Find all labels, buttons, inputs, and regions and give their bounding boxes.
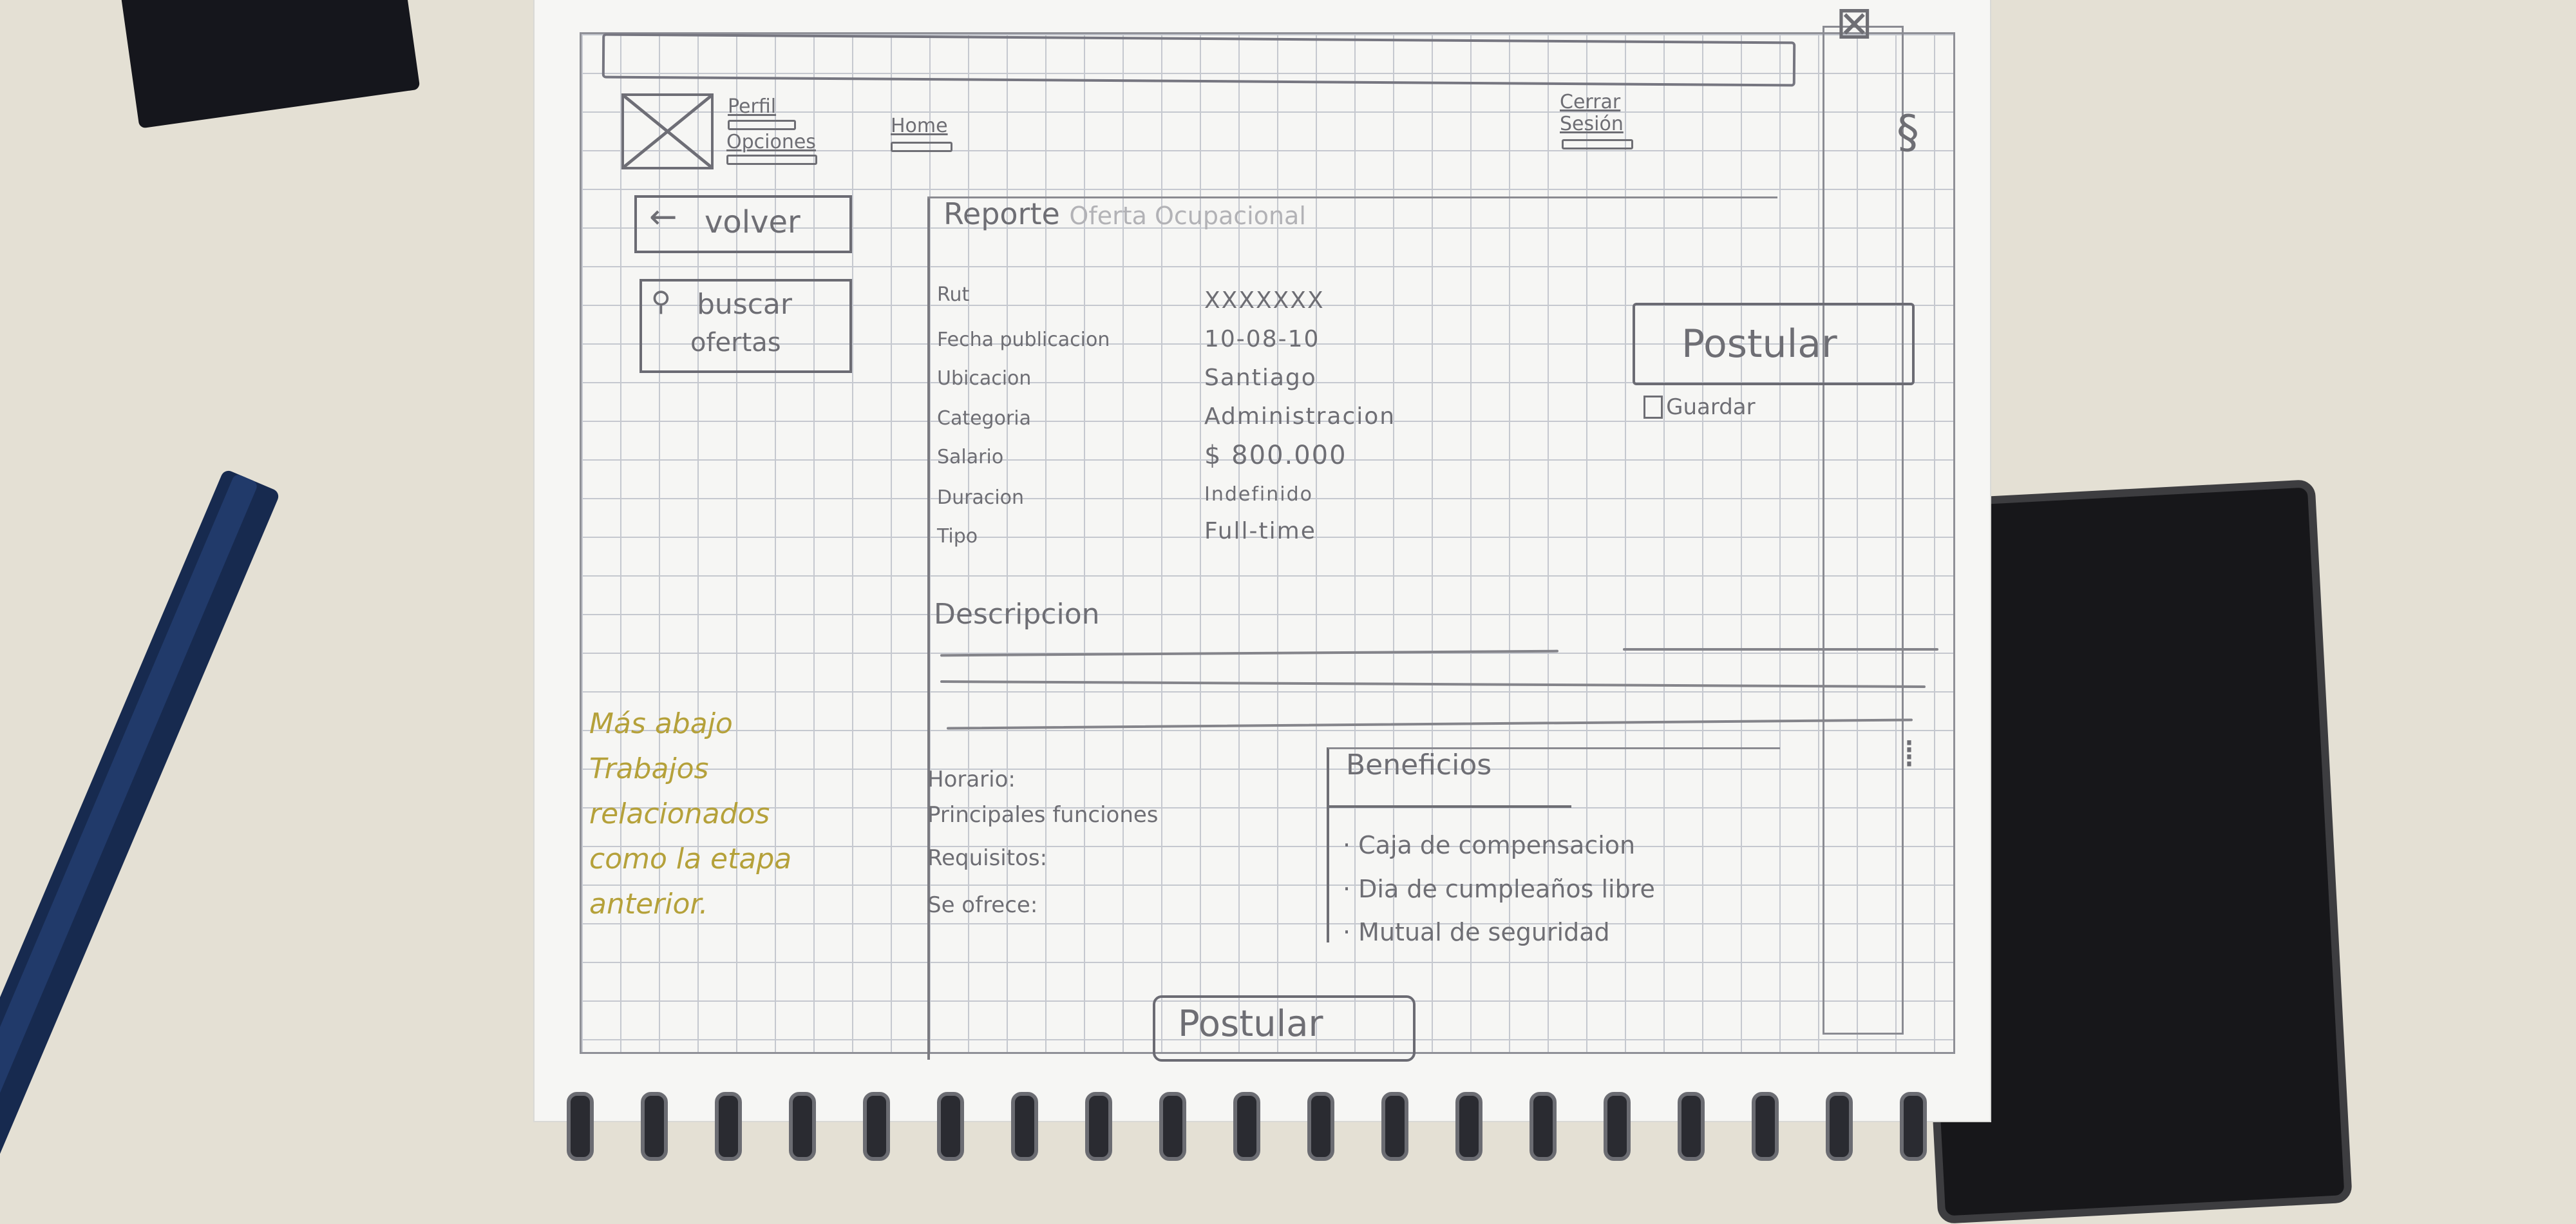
back-arrow-icon: ← [649,198,677,236]
benefit-item: · Dia de cumpleaños libre [1343,875,1655,903]
back-button[interactable]: volver [634,195,852,253]
field-label: Salario [937,446,1004,468]
search-button-label: buscar [697,288,792,321]
field-value: XXXXXXX [1204,287,1325,314]
logout-link-underbar [1562,139,1633,149]
home-link[interactable]: Home [891,115,948,137]
detail-label: Requisitos: [927,845,1048,871]
apply-button[interactable]: Postular [1633,303,1915,385]
browser-top-bar [601,33,1796,87]
field-value: Santiago [1204,365,1317,391]
benefit-item: · Mutual de seguridad [1343,918,1610,946]
annotation-line: anterior. [589,888,708,921]
page-title: Reporte Oferta Ocupacional [943,196,1306,231]
image-placeholder-icon [624,96,711,167]
close-window-icon[interactable]: ⊠ [1835,0,1873,49]
field-value: Full-time [1204,518,1316,544]
save-button-label: Guardar [1666,394,1756,420]
scrollbar-thumb-lower[interactable]: ⁞ [1903,731,1916,776]
benefits-panel [1327,747,1780,942]
apply-bottom-button[interactable]: Postular [1153,995,1416,1062]
apply-button-label: Postular [1681,321,1837,367]
dark-cloth [120,0,421,129]
annotation-line: Más abajo [589,707,733,740]
field-label: Tipo [937,525,978,548]
bookmark-icon [1643,396,1663,419]
panel-left-border [927,196,930,1060]
blue-pen [0,468,281,1174]
field-label: Fecha publicacion [937,329,1110,351]
save-button[interactable]: Guardar [1643,394,1756,420]
profile-link[interactable]: Perfil [728,95,777,118]
benefits-heading-underline [1327,805,1571,808]
field-label: Rut [937,283,970,306]
logo-placeholder [621,93,714,169]
annotation-line: Trabajos [589,752,709,785]
description-heading: Descripcion [934,598,1100,631]
logout-link[interactable]: Cerrar Sesión [1560,91,1624,135]
field-label: Duracion [937,486,1025,509]
field-label: Ubicacion [937,367,1032,390]
field-value: Administracion [1204,403,1396,430]
profile-link-underbar [728,120,796,130]
notebook-spiral-binding [560,1092,1971,1163]
search-icon: ⚲ [651,285,671,317]
annotation-line: como la etapa [589,843,792,875]
detail-label: Horario: [927,767,1016,792]
scrollbar-thumb[interactable]: § [1897,106,1919,158]
detail-label: Principales funciones [927,802,1159,828]
search-offers-button[interactable]: ⚲ buscar ofertas [639,279,852,373]
field-label: Categoria [937,407,1032,430]
annotation-line: relacionados [589,798,770,830]
back-button-label: volver [705,204,800,240]
apply-bottom-button-label: Postular [1178,1003,1323,1045]
benefits-heading: Beneficios [1346,749,1492,781]
options-link-underbar [726,155,817,165]
description-placeholder-line [1623,648,1938,651]
options-link[interactable]: Opciones [726,131,816,153]
wireframe-grid [580,32,1955,1054]
benefit-item: · Caja de compensacion [1343,831,1636,859]
field-value: $ 800.000 [1204,441,1347,470]
home-link-underbar [891,142,952,152]
search-button-sublabel: ofertas [690,328,781,358]
field-value: 10-08-10 [1204,326,1320,352]
scrollbar-column[interactable] [1823,26,1904,1035]
field-value: Indefinido [1204,483,1314,506]
panel-top-border [927,196,1777,198]
detail-label: Se ofrece: [927,892,1038,918]
